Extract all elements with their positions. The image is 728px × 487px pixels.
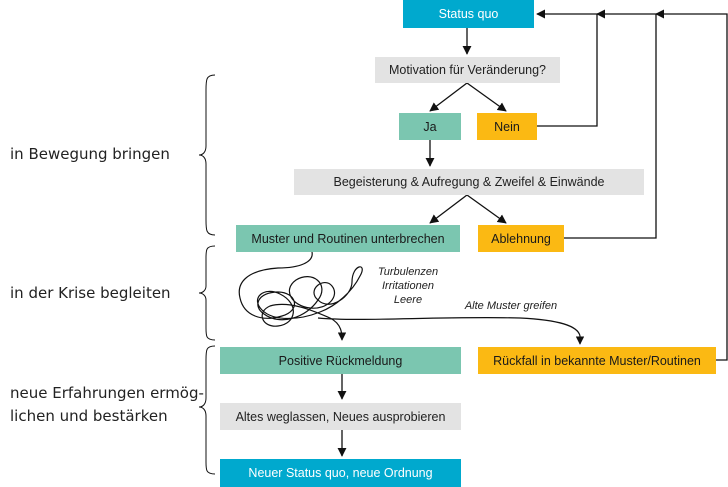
brace-phase2 <box>198 245 216 341</box>
box-neuer-status: Neuer Status quo, neue Ordnung <box>220 459 461 487</box>
loop-ablehnung-to-status <box>564 9 657 239</box>
brace-phase1 <box>198 74 216 236</box>
brace-phase3 <box>198 345 216 475</box>
annotation-alte-muster: Alte Muster greifen <box>464 300 558 312</box>
box-status-quo: Status quo <box>403 0 534 28</box>
annotation-turbulenzen: Turbulenzen <box>377 266 439 278</box>
loop-nein-to-status <box>536 9 598 127</box>
box-altes-weglassen: Altes weglassen, Neues ausprobieren <box>220 403 461 430</box>
annotation-leere: Leere <box>393 294 423 306</box>
box-muster-unterbrechen: Muster und Routinen unterbrechen <box>236 225 460 252</box>
phase-label-erfahrungen-line2: lichen und bestärken <box>10 407 168 425</box>
phase-label-erfahrungen: neue Erfahrungen ermög- lichen und bestä… <box>10 382 204 428</box>
turbulence-scribble <box>238 251 363 341</box>
box-motivation: Motivation für Veränderung? <box>375 57 560 83</box>
box-emotions: Begeisterung & Aufregung & Zweifel & Ein… <box>294 169 644 195</box>
box-ablehnung: Ablehnung <box>478 225 564 252</box>
annotation-irritationen: Irritationen <box>382 280 434 292</box>
box-nein: Nein <box>477 113 537 140</box>
phase-label-erfahrungen-line1: neue Erfahrungen ermög- <box>10 384 204 402</box>
annotation-turbulence: Turbulenzen Irritationen Leere <box>368 265 448 307</box>
box-positive-rueckmeldung: Positive Rückmeldung <box>220 347 461 374</box>
arrow-emotions-to-ablehnung <box>466 194 507 224</box>
loop-rueckfall-to-status <box>655 9 728 361</box>
arrow-emotions-to-muster <box>429 194 468 224</box>
box-rueckfall: Rückfall in bekannte Muster/Routinen <box>478 347 716 374</box>
alte-muster-curve <box>317 316 585 345</box>
box-ja: Ja <box>399 113 461 140</box>
phase-label-krise: in der Krise begleiten <box>10 284 171 302</box>
arrow-motivation-to-ja <box>429 82 468 112</box>
phase-label-bewegung: in Bewegung bringen <box>10 145 170 163</box>
arrow-motivation-to-nein <box>466 82 507 112</box>
